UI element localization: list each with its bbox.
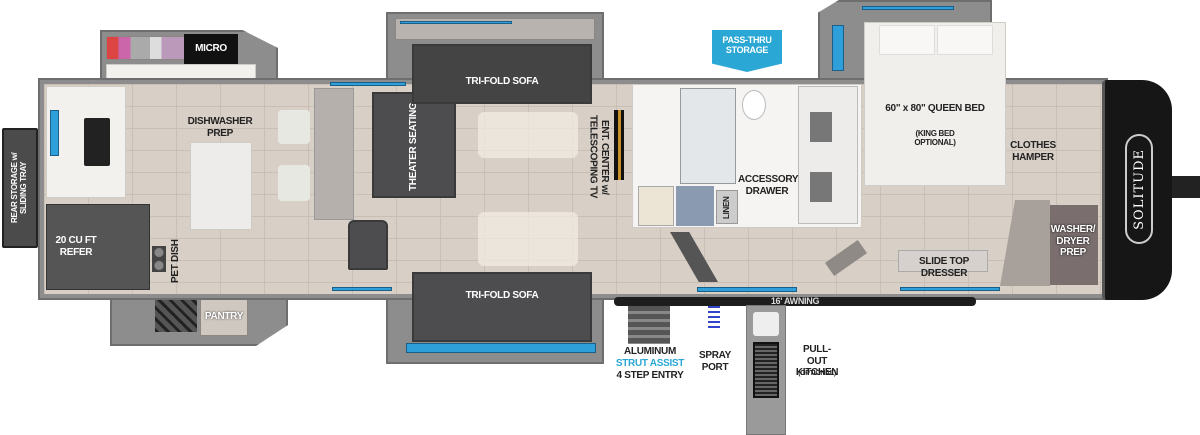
ent-center-label: ENT. CENTER w/ TELESCOPING TV: [587, 115, 611, 199]
window: [332, 287, 392, 291]
area-rug: [478, 212, 578, 266]
window: [406, 343, 596, 353]
sink-icon: [753, 312, 779, 336]
microwave: MICRO: [184, 34, 238, 64]
rear-storage: REAR STORAGE w/ SLIDING TRAY: [2, 128, 38, 248]
queen-bed-label: 60" x 80" QUEEN BED: [885, 103, 985, 114]
kitchen-island: [190, 142, 252, 230]
window: [697, 287, 797, 292]
entry-steps: [628, 306, 670, 344]
shower: [680, 88, 736, 184]
king-bed-optional-label: (KING BED OPTIONAL): [914, 129, 956, 148]
window: [50, 110, 59, 156]
pass-thru-storage-badge: PASS-THRU STORAGE: [712, 30, 782, 72]
theater-seating-label: THEATER SEATING: [408, 102, 419, 192]
washer-dryer-area: [1050, 205, 1098, 285]
tv-icon: [614, 110, 624, 180]
rear-storage-label: REAR STORAGE w/ SLIDING TRAY: [10, 152, 29, 224]
spray-port-label: SPRAY PORT: [698, 350, 732, 373]
window: [400, 21, 512, 24]
spray-hose-icon: [708, 306, 720, 328]
washer-dryer-prep-label: WASHER/ DRYER PREP: [1050, 224, 1096, 258]
entry-label-2: STRUT ASSIST: [615, 358, 685, 369]
tri-fold-sofa-bottom: TRI-FOLD SOFA: [412, 272, 592, 342]
bar-stool: [278, 110, 310, 144]
micro-label: MICRO: [195, 43, 227, 54]
linen-closet: LINEN: [716, 190, 738, 224]
pantry-label: PANTRY: [204, 311, 244, 322]
pass-thru-storage-label: PASS-THRU STORAGE: [722, 35, 772, 56]
kingpin-hitch: [1172, 176, 1200, 198]
refer-label: 20 CU FT REFER: [55, 235, 97, 258]
slide-top-dresser: [898, 250, 988, 272]
pet-dish-icon: [152, 246, 166, 272]
slide-top-dresser-label: SLIDE TOP DRESSER: [919, 256, 969, 279]
grill-icon: [753, 342, 779, 398]
dining-table: [314, 88, 354, 220]
linen-label: LINEN: [722, 196, 731, 220]
front-cap: SOLITUDE: [1102, 80, 1172, 300]
entry-label-1: ALUMINUM: [623, 346, 677, 357]
tri-fold-sofa-bottom-label: TRI-FOLD SOFA: [465, 290, 539, 301]
sink-icon: [810, 112, 832, 142]
brand-logo-text: SOLITUDE: [1131, 148, 1147, 230]
window: [832, 25, 844, 71]
theater-seating: THEATER SEATING: [372, 92, 456, 198]
clothes-hamper-label: CLOTHES HAMPER: [1010, 140, 1056, 163]
pullout-kitchen: [746, 305, 786, 435]
vanity: [798, 86, 858, 224]
towel-shelf: [676, 186, 714, 226]
tri-fold-sofa-top: TRI-FOLD SOFA: [412, 44, 592, 104]
bar-stool: [278, 165, 310, 201]
window: [900, 287, 1000, 291]
awning: 16' AWNING: [614, 296, 976, 306]
recliner: [348, 220, 388, 270]
awning-label: 16' AWNING: [770, 296, 820, 306]
area-rug: [478, 112, 578, 158]
pet-dish-label: PET DISH: [170, 239, 181, 283]
tri-fold-sofa-top-label: TRI-FOLD SOFA: [465, 76, 539, 87]
washer-storage: [638, 186, 674, 226]
pillow: [879, 25, 935, 55]
solitude-logo: SOLITUDE: [1125, 134, 1153, 244]
upper-cabinets: [106, 36, 186, 60]
window: [862, 6, 954, 10]
pillow: [937, 25, 993, 55]
entry-label-3: 4 STEP ENTRY: [616, 370, 684, 381]
queen-bed: 60" x 80" QUEEN BED (KING BED OPTIONAL): [864, 22, 1006, 186]
accessory-drawer-label: ACCESSORY DRAWER: [738, 174, 799, 197]
toilet-icon: [742, 90, 766, 120]
pullout-optional-label: (OPTIONAL): [798, 370, 836, 377]
pantry: PANTRY: [200, 296, 248, 336]
pullout-kitchen-label: PULL-OUT KITCHEN: [795, 344, 839, 378]
dishwasher-prep-label: DISHWASHER PREP: [187, 116, 253, 139]
sink-icon: [84, 118, 110, 166]
window: [330, 82, 406, 86]
refrigerator: 20 CU FT REFER: [46, 204, 150, 290]
sink-icon: [810, 172, 832, 202]
